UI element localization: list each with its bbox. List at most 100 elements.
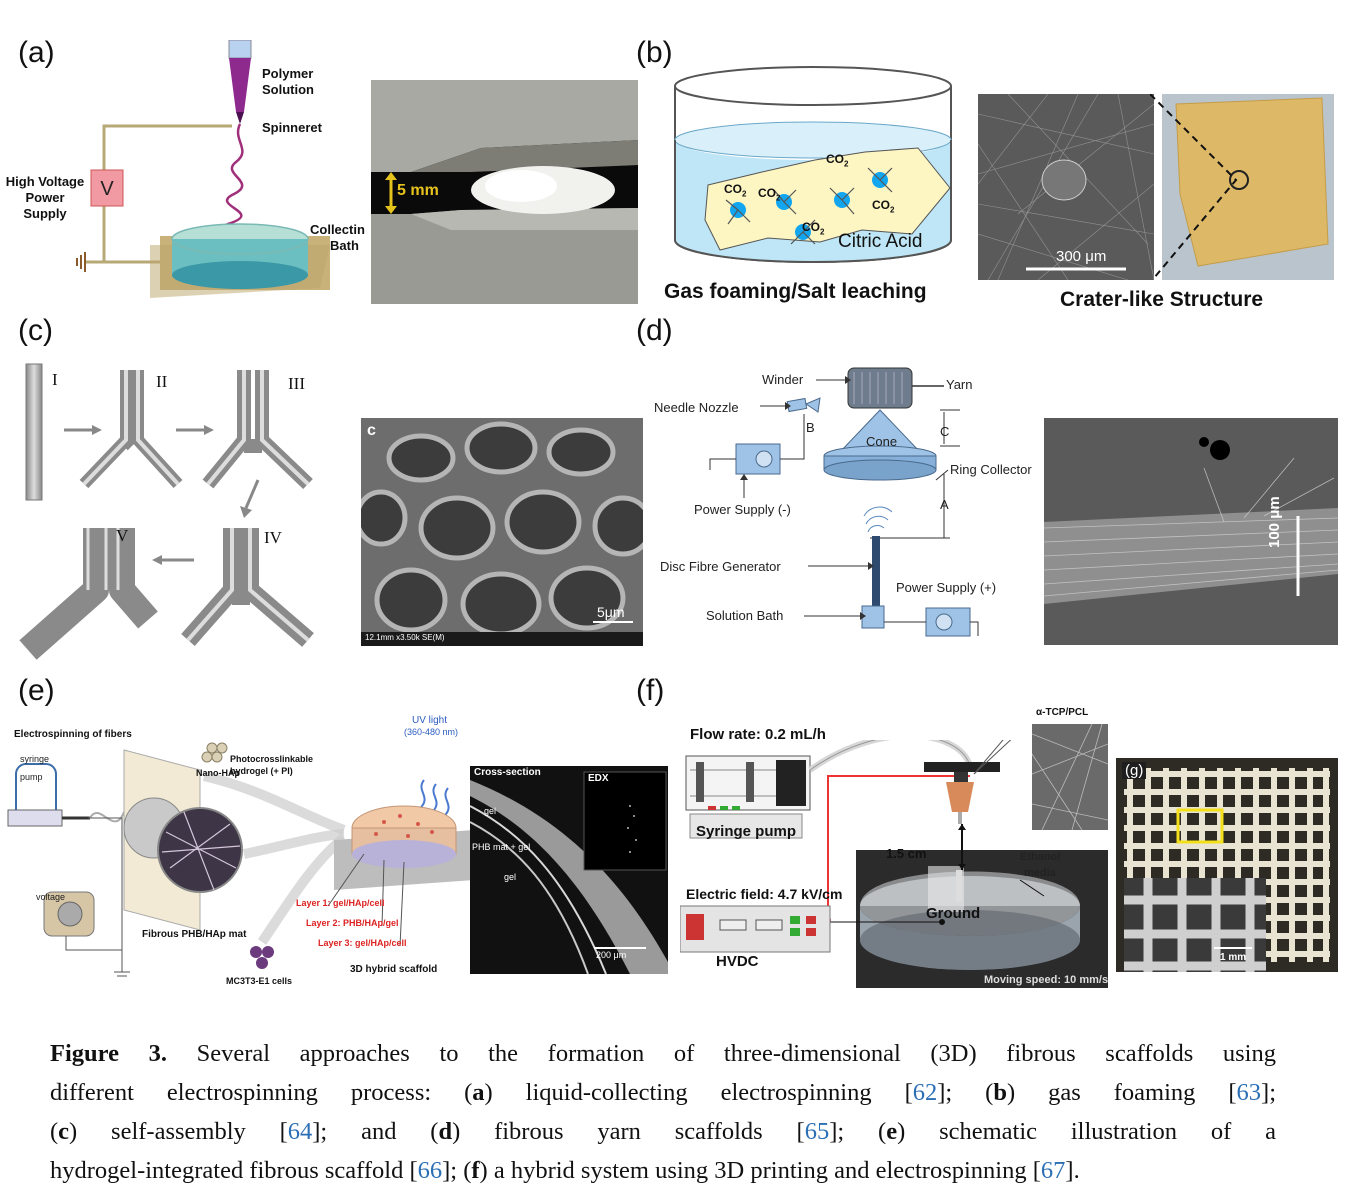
crater-sem-image: 300 μm xyxy=(978,94,1154,280)
figure-caption: Figure 3. Several approaches to the form… xyxy=(50,1034,1276,1190)
voltage-symbol: V xyxy=(100,178,114,200)
caption-bold-f: f xyxy=(471,1157,480,1184)
crater-title: Crater-like Structure xyxy=(1060,288,1264,311)
uv-light-label-2: (360-480 nm) xyxy=(404,727,459,737)
distance-label: 1.5 cm xyxy=(886,846,927,861)
hv-label-2: Power xyxy=(25,190,65,205)
citric-acid-label: Citric Acid xyxy=(838,231,923,252)
power-supply-neg-label: Power Supply (-) xyxy=(694,502,791,517)
panel-label-d: (d) xyxy=(636,314,673,347)
layer1-label: Layer 1: gel/HAp/cell xyxy=(296,898,385,908)
co2-label-2: CO2 xyxy=(758,186,781,203)
tcp-pcl-sem-image xyxy=(1032,724,1108,830)
panel-label-c: (c) xyxy=(18,314,53,347)
panel-label-e: (e) xyxy=(18,674,55,707)
collecting-bath-label-2: Bath xyxy=(330,238,359,253)
panel-label-f: (f) xyxy=(636,674,665,707)
caption-text: ]; and ( xyxy=(312,1118,439,1145)
honeycomb-sem-image: c 5μm 12.1mm x3.50k SE(M) xyxy=(361,418,643,646)
step-ii: II xyxy=(156,372,168,391)
power-supply-pos-label: Power Supply (+) xyxy=(896,580,997,595)
printed-grid-image: (g) 1 mm xyxy=(1116,758,1338,972)
co2-label-4: CO2 xyxy=(872,198,895,215)
needle-nozzle-label: Needle Nozzle xyxy=(654,400,739,415)
caption-text: ]; xyxy=(1261,1079,1277,1106)
caption-bold-b: b xyxy=(993,1079,1007,1106)
paper-scaffold-photo xyxy=(1162,94,1334,280)
disc-generator-label: Disc Fibre Generator xyxy=(660,559,781,574)
step-i: I xyxy=(52,370,58,389)
ethanol-label-2: media xyxy=(1024,867,1056,879)
caption-text: ) a hybrid system using 3D printing and … xyxy=(479,1157,1041,1184)
co2-label-5: CO2 xyxy=(802,220,825,237)
figure-number: Figure 3. xyxy=(50,1040,167,1067)
flow-rate-label: Flow rate: 0.2 mL/h xyxy=(690,726,826,743)
hv-label-3: Supply xyxy=(23,206,67,221)
caption-bold-a: a xyxy=(472,1079,485,1106)
ethanol-label-1: Ethanol xyxy=(1020,851,1061,863)
ring-collector-label: Ring Collector xyxy=(950,462,1032,477)
step-iii: III xyxy=(288,374,305,393)
caption-text: ) self-assembly [ xyxy=(69,1118,288,1145)
layer2-label: Layer 2: PHB/HAp/gel xyxy=(306,918,399,928)
liquid-collecting-diagram xyxy=(76,40,330,298)
panel-label-b: (b) xyxy=(636,36,673,69)
spinneret-label: Spinneret xyxy=(262,120,322,135)
fibrous-mat-label: Fibrous PHB/HAp mat xyxy=(142,929,247,940)
cross-section-label: Cross-section xyxy=(474,767,541,778)
caption-text: ) fibrous yarn scaffolds [ xyxy=(452,1118,805,1145)
voltage-label: voltage xyxy=(36,892,66,902)
layer3-label: Layer 3: gel/HAp/cell xyxy=(318,938,407,948)
gel-label-2: gel xyxy=(504,872,517,882)
caption-text: hydrogel-integrated fibrous scaffold [ xyxy=(50,1157,418,1184)
polymer-solution-label-1: Polymer xyxy=(262,66,314,81)
caption-text: ) schematic illustration of a xyxy=(897,1118,1276,1145)
photocrosslinkable-label-1: Photocrosslinkable xyxy=(230,754,314,764)
ref-link-64[interactable]: 64 xyxy=(287,1118,313,1145)
caption-line-4: hydrogel-integrated fibrous scaffold [66… xyxy=(50,1151,1276,1190)
sem-footer-c: 12.1mm x3.50k SE(M) xyxy=(365,633,445,642)
caption-text: ]. xyxy=(1065,1157,1080,1184)
ref-link-67[interactable]: 67 xyxy=(1040,1157,1066,1184)
collecting-bath-label-1: Collectin xyxy=(310,222,365,237)
uv-light-label-1: UV light xyxy=(412,715,448,726)
syringe-label: syringe xyxy=(20,754,50,764)
scale-5mm: 5 mm xyxy=(397,182,439,199)
scale-100um: 100 μm xyxy=(1266,496,1283,548)
dim-c-label: C xyxy=(940,424,950,439)
caption-line-2: different electrospinning process: (a) l… xyxy=(50,1073,1276,1112)
scaffold-photo: 5 mm xyxy=(371,80,638,304)
photocrosslinkable-label-2: hydrogel (+ PI) xyxy=(230,766,293,776)
gas-foaming-title: Gas foaming/Salt leaching xyxy=(664,280,927,303)
step-v: V xyxy=(116,526,129,545)
panel-label-a: (a) xyxy=(18,36,55,69)
caption-text: ) liquid-collecting electrospinning [ xyxy=(484,1079,913,1106)
cells-label: MC3T3-E1 cells xyxy=(226,976,293,986)
yarn-setup-diagram xyxy=(709,367,979,637)
caption-text-1: Several approaches to the formation of t… xyxy=(166,1040,1276,1067)
pump-label: pump xyxy=(20,772,43,782)
hybrid-system-diagram xyxy=(680,740,1108,988)
caption-bold-d: d xyxy=(438,1118,453,1145)
edx-label: EDX xyxy=(588,773,609,784)
ref-link-62[interactable]: 62 xyxy=(912,1079,938,1106)
ref-link-65[interactable]: 65 xyxy=(804,1118,830,1145)
panel-g-label: (g) xyxy=(1122,762,1147,779)
dim-a-label: A xyxy=(940,497,949,512)
syringe-pump-label: Syringe pump xyxy=(696,823,797,840)
gel-label-1: gel xyxy=(484,806,497,816)
hydrogel-scaffold-diagram xyxy=(7,742,474,977)
ref-link-63[interactable]: 63 xyxy=(1236,1079,1262,1106)
caption-bold-e: e xyxy=(886,1118,898,1145)
yarn-label: Yarn xyxy=(946,377,973,392)
cone-label: Cone xyxy=(866,434,898,449)
caption-text: ]; ( xyxy=(442,1157,472,1184)
caption-text: ( xyxy=(50,1118,59,1145)
co2-label-1: CO2 xyxy=(724,182,747,199)
ref-link-66[interactable]: 66 xyxy=(417,1157,443,1184)
self-assembly-diagram xyxy=(19,363,314,660)
hvdc-label: HVDC xyxy=(716,953,759,970)
step-iv: IV xyxy=(264,528,282,547)
cross-section-sem-image: Cross-section EDX gel PHB mat + gel gel … xyxy=(470,766,668,974)
hv-label-1: High Voltage xyxy=(5,174,85,189)
